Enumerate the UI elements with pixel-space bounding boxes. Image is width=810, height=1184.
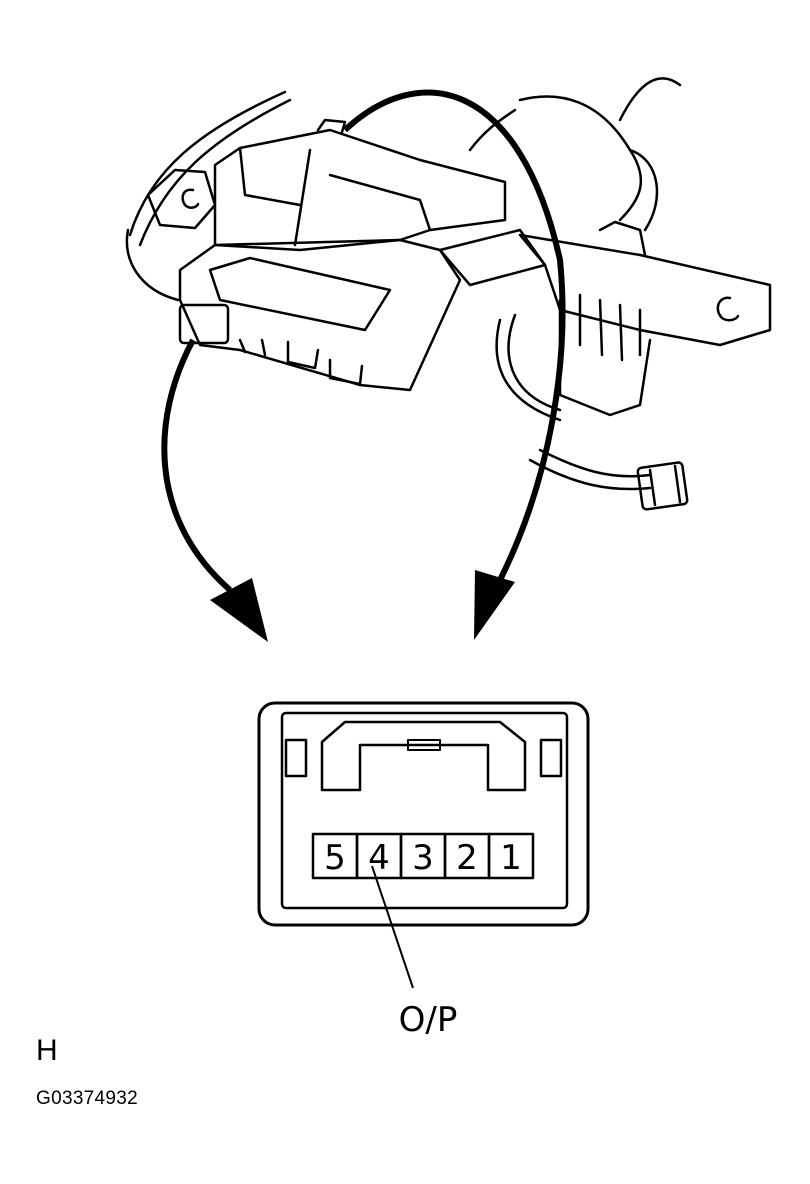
right-connector-block: [558, 298, 652, 417]
view-letter: H: [36, 1034, 58, 1067]
pin-numbers: 5 4 3 2 1: [324, 838, 522, 878]
connector-latch: [320, 720, 527, 792]
callout-label-op: O/P: [399, 1000, 458, 1040]
module-top-ridge-3: [238, 146, 302, 207]
right-bracket: [518, 233, 772, 347]
pin-number-3: 3: [412, 838, 434, 878]
figure-code: G03374932: [36, 1088, 139, 1109]
module-label-area: [208, 256, 392, 332]
pin-cell-1: [487, 832, 535, 880]
left-guide: [284, 738, 308, 778]
pin-cells: [311, 832, 535, 880]
module-bottom-teeth: [238, 338, 364, 386]
arrow-right-curve: [342, 89, 566, 582]
latch-nub: [407, 739, 441, 751]
right-guide: [539, 738, 563, 778]
wire-left-2: [138, 98, 292, 247]
callout-leader: [371, 865, 414, 989]
right-bracket-ribs: [578, 293, 642, 362]
small-plug: [636, 461, 689, 511]
arrow-right-head: [474, 570, 515, 640]
wire-mid-2: [507, 313, 562, 412]
wire-top-2: [618, 77, 682, 122]
small-plug-detail: [648, 464, 682, 507]
module-left-connector: [178, 303, 230, 345]
connector-inner-shell: [280, 711, 569, 910]
wire-mid-1: [495, 318, 562, 422]
connector-outer-shell: [257, 701, 590, 927]
pin-number-1: 1: [500, 838, 522, 878]
module-front: [178, 238, 462, 392]
pin-number-4: 4: [368, 838, 390, 878]
arrow-left-head: [210, 578, 268, 642]
module-top-ridge: [293, 148, 312, 247]
right-bracket-hole: [716, 296, 740, 322]
module-top-ridge-2: [328, 173, 432, 232]
pin-number-5: 5: [324, 838, 346, 878]
wire-mid-4: [528, 458, 652, 491]
module-tab-top: [316, 118, 347, 134]
module-side: [438, 228, 547, 287]
module-illustration: [125, 77, 772, 511]
left-bracket-hole: [181, 188, 200, 209]
wire-left-3: [125, 228, 180, 302]
right-connector-latch: [598, 220, 647, 257]
wire-left-1: [128, 90, 287, 237]
wire-top-4: [468, 108, 517, 152]
module-top: [213, 128, 507, 252]
pin-number-2: 2: [456, 838, 478, 878]
arrow-left-curve: [161, 338, 232, 593]
pointer-arrows: [161, 89, 566, 642]
wire-top-3: [628, 148, 659, 232]
connector-face: [257, 701, 590, 927]
